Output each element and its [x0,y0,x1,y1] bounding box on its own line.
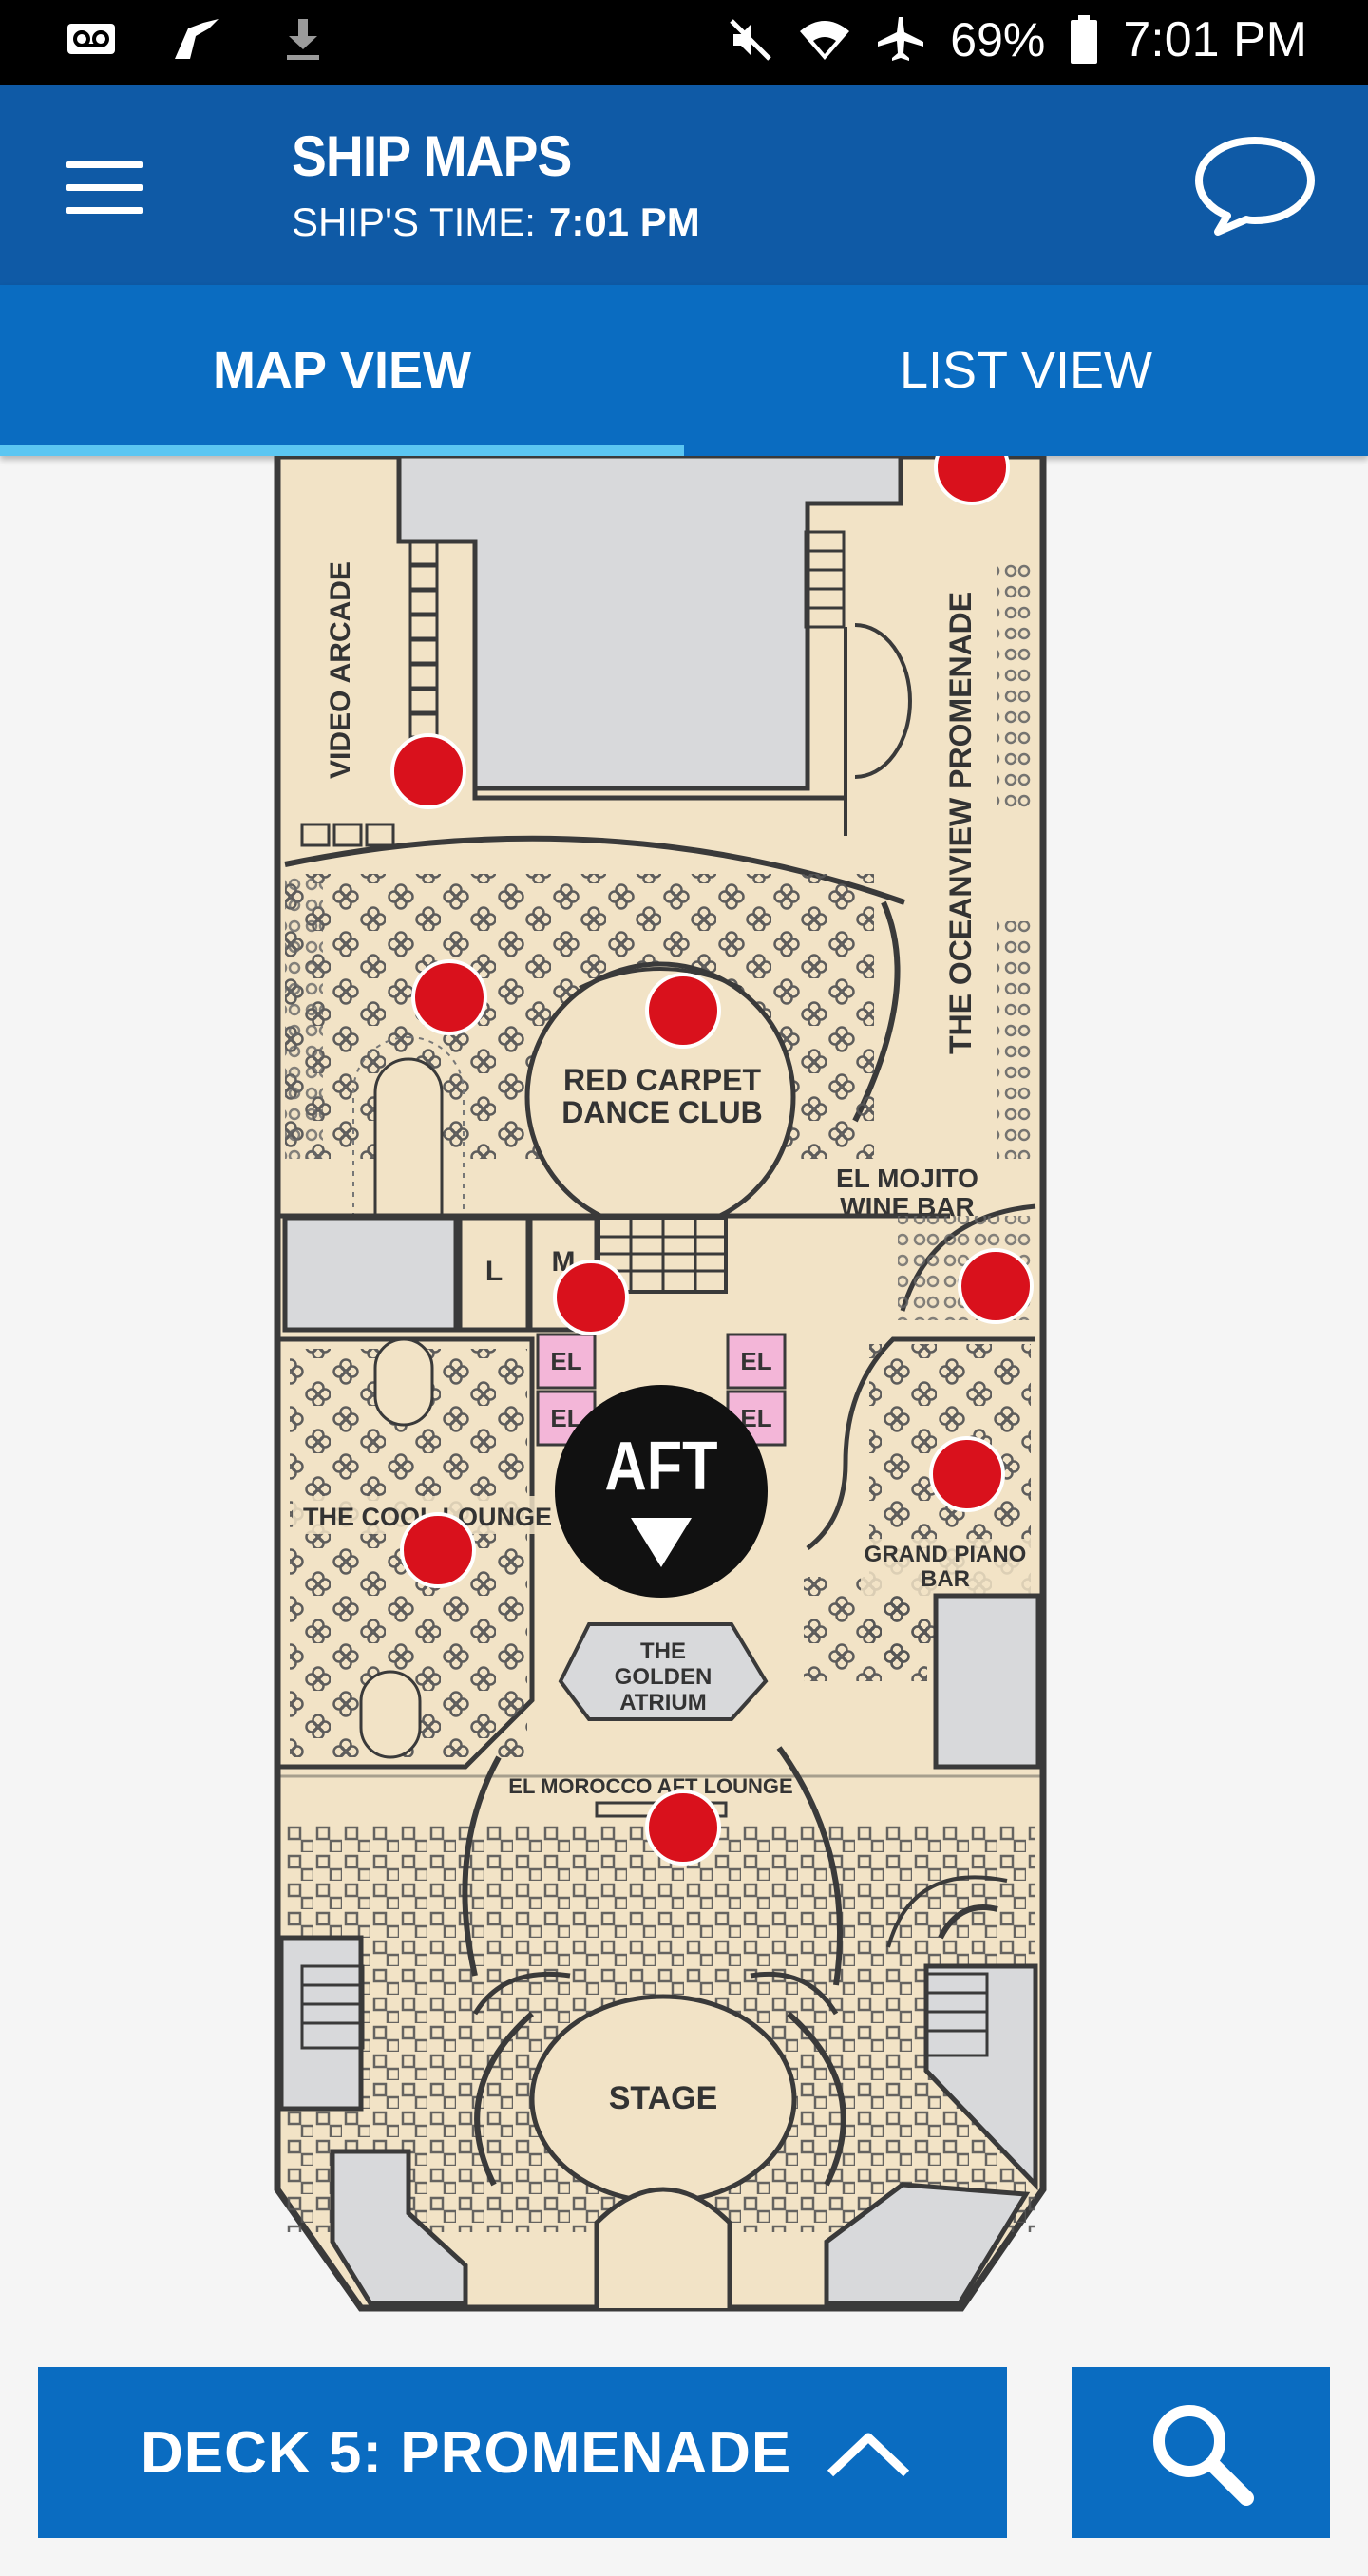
map-label-grand-piano-2: BAR [921,1566,970,1592]
location-markers [390,456,1034,1866]
map-label-oceanview-promenade: THE OCEANVIEW PROMENADE [943,592,978,1054]
ship-time-value: 7:01 PM [548,199,700,244]
wifi-icon [800,21,850,60]
deck-label: DECK 5: PROMENADE [141,2419,792,2486]
map-marker[interactable] [411,959,487,1035]
service-void [282,1215,459,1333]
notification-icons [66,15,327,63]
map-marker[interactable] [958,1248,1034,1324]
tab-map-view[interactable]: MAP VIEW [212,342,472,399]
active-tab-indicator [0,445,684,456]
map-marker[interactable] [645,973,721,1049]
search-icon [1153,2405,1254,2506]
view-tabs: MAP VIEW LIST VIEW [0,285,1368,456]
map-label-l: L [485,1256,503,1287]
status-time: 7:01 PM [1123,12,1307,67]
cast-icon [175,19,218,59]
right-service-void [933,1593,1041,1770]
battery-percent: 69% [950,13,1046,66]
golden-atrium [558,1622,769,1721]
map-marker[interactable] [553,1260,629,1335]
battery-icon [1071,15,1098,64]
system-icons: 69% 7:01 PM [728,11,1307,68]
aft-marker [555,1385,768,1598]
map-label-el-mojito-1: EL MOJITO [836,1164,978,1193]
map-label-red-carpet-2: DANCE CLUB [561,1095,763,1129]
map-marker[interactable] [929,1436,1005,1512]
map-label-golden-atrium-2: GOLDEN [615,1664,712,1690]
menu-icon[interactable] [66,161,142,215]
map-label-golden-atrium-3: ATRIUM [619,1690,707,1715]
tab-list-view[interactable]: LIST VIEW [899,342,1153,399]
status-bar: 69% 7:01 PM [0,0,1368,85]
map-label-golden-atrium-1: THE [640,1638,686,1664]
app-bar: SHIP MAPS SHIP'S TIME: 7:01 PM [0,85,1368,285]
map-label-red-carpet-1: RED CARPET [563,1063,761,1097]
map-label-video-arcade: VIDEO ARCADE [325,561,356,779]
map-marker[interactable] [400,1512,476,1588]
deck-map[interactable]: VIDEO ARCADE THE OCEANVIEW PROMENADE RED… [0,456,1368,2356]
map-label-el-3: EL [740,1347,771,1375]
map-marker[interactable] [934,456,1010,505]
bottom-bar: DECK 5: PROMENADE [0,2346,1368,2576]
map-label-grand-piano-1: GRAND PIANO [864,1542,1027,1567]
chat-icon[interactable] [1193,133,1317,237]
download-icon [287,19,319,60]
voicemail-icon [67,24,115,54]
map-marker[interactable] [390,733,466,809]
ship-time: SHIP'S TIME: 7:01 PM [292,199,700,245]
page-title: SHIP MAPS [292,124,572,188]
map-label-aft: AFT [605,1429,718,1505]
map-label-el-1: EL [550,1347,581,1375]
map-marker[interactable] [645,1790,721,1866]
search-button[interactable] [1072,2367,1330,2538]
airplane-icon [878,17,924,61]
chevron-up-icon [826,2433,910,2477]
map-label-el-morocco: EL MOROCCO AFT LOUNGE [508,1774,792,1798]
deck-selector-button[interactable]: DECK 5: PROMENADE [38,2367,1007,2538]
ship-time-label: SHIP'S TIME: [292,199,536,244]
mute-icon [730,19,772,61]
map-label-stage: STAGE [609,2080,718,2116]
